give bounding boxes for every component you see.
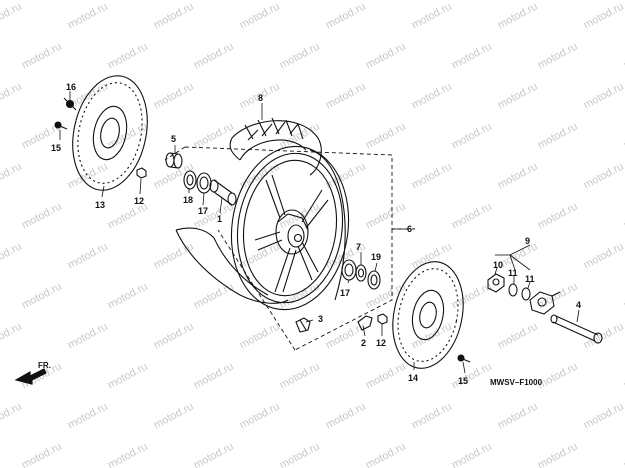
callout-2: 2 bbox=[361, 338, 366, 348]
washer-11a bbox=[508, 283, 518, 297]
callout-15-left: 15 bbox=[51, 143, 61, 153]
callout-19: 19 bbox=[371, 252, 381, 262]
callout-14: 14 bbox=[408, 373, 418, 383]
right-brake-disc bbox=[392, 261, 464, 369]
callout-12-right: 12 bbox=[376, 338, 386, 348]
callout-13: 13 bbox=[95, 200, 105, 210]
diagram-code: MWSV–F1000 bbox=[490, 378, 543, 387]
callout-11-b: 11 bbox=[525, 274, 535, 284]
bearing-17-right bbox=[341, 259, 357, 281]
balance-weight-2 bbox=[357, 315, 373, 331]
callout-12-left: 12 bbox=[134, 196, 144, 206]
wheel-rim bbox=[230, 145, 350, 311]
callout-3: 3 bbox=[318, 314, 323, 324]
callout-18: 18 bbox=[183, 195, 193, 205]
tire bbox=[175, 117, 322, 304]
callout-4: 4 bbox=[576, 300, 581, 310]
callout-7: 7 bbox=[356, 242, 361, 252]
leader-lines bbox=[59, 91, 580, 374]
callout-15-right: 15 bbox=[458, 376, 468, 386]
direction-label: FR. bbox=[38, 361, 51, 370]
speedometer-gearbox bbox=[529, 291, 561, 315]
dust-seal-19 bbox=[367, 270, 381, 290]
distance-collar-1 bbox=[209, 179, 237, 206]
left-brake-disc bbox=[72, 75, 148, 191]
front-axle bbox=[550, 314, 603, 344]
collar-5 bbox=[165, 152, 183, 169]
nut-left bbox=[136, 167, 147, 179]
callout-10: 10 bbox=[493, 260, 503, 270]
callout-labels: 16 15 13 12 5 18 17 1 8 6 7 19 17 3 2 12… bbox=[38, 82, 581, 387]
washer-11b bbox=[521, 287, 531, 301]
disc-bolt-right bbox=[457, 354, 471, 363]
collar-7 bbox=[355, 264, 367, 282]
dust-seal-18 bbox=[183, 170, 197, 190]
retainer-10 bbox=[487, 273, 505, 293]
front-direction-arrow bbox=[14, 368, 47, 385]
callout-17-left: 17 bbox=[198, 206, 208, 216]
callout-17-right: 17 bbox=[340, 288, 350, 298]
disc-bolt-left bbox=[54, 121, 68, 130]
bearing-17-left bbox=[196, 172, 212, 194]
callout-9: 9 bbox=[525, 236, 530, 246]
nut-right bbox=[377, 313, 388, 325]
callout-5: 5 bbox=[171, 134, 176, 144]
callout-6: 6 bbox=[407, 224, 412, 234]
callout-1: 1 bbox=[217, 214, 222, 224]
callout-11-a: 11 bbox=[508, 268, 518, 278]
disc-bolt-upper bbox=[63, 97, 77, 111]
callout-8: 8 bbox=[258, 93, 263, 103]
callout-16: 16 bbox=[66, 82, 76, 92]
valve-3 bbox=[295, 317, 311, 333]
